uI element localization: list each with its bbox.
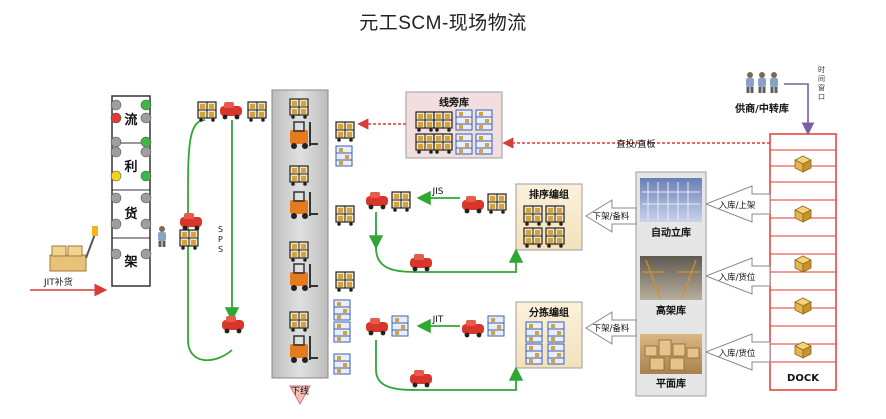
sps-agv-icon xyxy=(220,102,242,120)
rack-light-icon xyxy=(140,136,152,148)
auto-warehouse-label: 自动立库 xyxy=(651,226,691,239)
offline-arrow xyxy=(289,385,311,406)
flow-rack-char-2: 利 xyxy=(124,159,137,175)
high-rack-warehouse-image xyxy=(640,256,702,300)
jis-cart-icon xyxy=(487,193,507,215)
rack-light-icon xyxy=(140,146,152,158)
line-side-warehouse-label: 线旁库 xyxy=(439,96,469,109)
supplier-label: 供商/中转库 xyxy=(734,102,789,115)
direct-delivery-label: 直投/直板 xyxy=(616,138,655,150)
pick-arrow-picking-label: 下架/备料 xyxy=(593,323,630,334)
page-title: 元工SCM-现场物流 xyxy=(359,13,527,34)
dock-label: DOCK xyxy=(787,373,820,384)
flat-warehouse-label: 平面库 xyxy=(656,377,686,390)
rack-light-icon xyxy=(110,170,122,182)
rack-light-icon xyxy=(140,218,152,230)
rack-light-icon xyxy=(110,146,122,158)
jit-return-arrow xyxy=(375,340,524,391)
jit-agv-icon xyxy=(462,320,484,338)
jis-agv-icon xyxy=(462,196,484,214)
jis-label: JIS xyxy=(431,187,443,197)
pick-arrow-sequencing-label: 下架/备料 xyxy=(593,211,630,222)
flow-rack-char-3: 货 xyxy=(124,206,137,222)
flat-warehouse-boxes xyxy=(644,339,700,371)
inbound-arrow-high xyxy=(704,257,771,295)
rack-light-icon xyxy=(110,99,122,111)
high-rack-warehouse-lines xyxy=(642,259,700,299)
jis-return-agv-icon xyxy=(410,254,432,272)
auto-warehouse-image xyxy=(640,178,702,222)
rack-light-icon xyxy=(140,112,152,124)
jis-return-arrow xyxy=(375,212,524,273)
picking-label: 分拣编组 xyxy=(529,306,569,319)
jit-agv-icon xyxy=(366,318,388,336)
jis-cart-icon xyxy=(391,191,411,213)
sps-cart-icon xyxy=(197,101,217,123)
worker-icon xyxy=(158,226,166,247)
jit-pallet-icon xyxy=(49,226,98,272)
sps-cart-icon xyxy=(179,229,199,251)
inbound-flat-label: 入库/货位 xyxy=(719,348,756,359)
sps-agv-icon xyxy=(222,316,244,334)
jit-rack-icon xyxy=(391,315,409,337)
offline-label: 下线 xyxy=(291,385,309,397)
rack-light-icon xyxy=(110,136,122,148)
rack-light-icon xyxy=(110,112,122,124)
pick-arrow-sequencing xyxy=(585,199,637,233)
jit-label: JIT xyxy=(432,315,444,325)
rack-light-icon xyxy=(110,192,122,204)
rack-light-icon xyxy=(110,218,122,230)
time-window-label: 时间窗口 xyxy=(818,65,825,101)
flow-rack-lights xyxy=(110,99,152,260)
pick-arrow-picking xyxy=(585,311,637,345)
jit-replenish-label: JIT补货 xyxy=(43,276,73,288)
high-rack-warehouse-label: 高架库 xyxy=(656,304,686,317)
jit-return-agv-icon xyxy=(410,370,432,388)
inbound-arrow-flat xyxy=(704,333,771,371)
sps-agv-icon xyxy=(180,213,202,231)
inbound-high-label: 入库/货位 xyxy=(719,272,756,283)
sequencing-label: 排序编组 xyxy=(529,188,569,201)
line-side-items xyxy=(333,121,355,375)
supplier-people-icon xyxy=(746,72,778,93)
sps-cart-icon xyxy=(247,101,267,123)
jit-rack-icon xyxy=(487,315,505,337)
jis-agv-icon xyxy=(366,192,388,210)
rack-light-icon xyxy=(140,99,152,111)
rack-light-icon xyxy=(140,170,152,182)
sps-loop-left xyxy=(187,119,233,362)
inbound-auto-label: 入库/上架 xyxy=(719,200,756,211)
auto-warehouse-racks xyxy=(642,182,700,220)
rack-light-icon xyxy=(110,248,122,260)
flow-rack-char-1: 流 xyxy=(124,112,137,128)
inbound-arrow-auto xyxy=(704,185,771,223)
rack-light-icon xyxy=(140,248,152,260)
rack-light-icon xyxy=(140,192,152,204)
flow-rack-char-4: 架 xyxy=(123,254,137,270)
supplier-flow-arrow xyxy=(784,83,815,136)
